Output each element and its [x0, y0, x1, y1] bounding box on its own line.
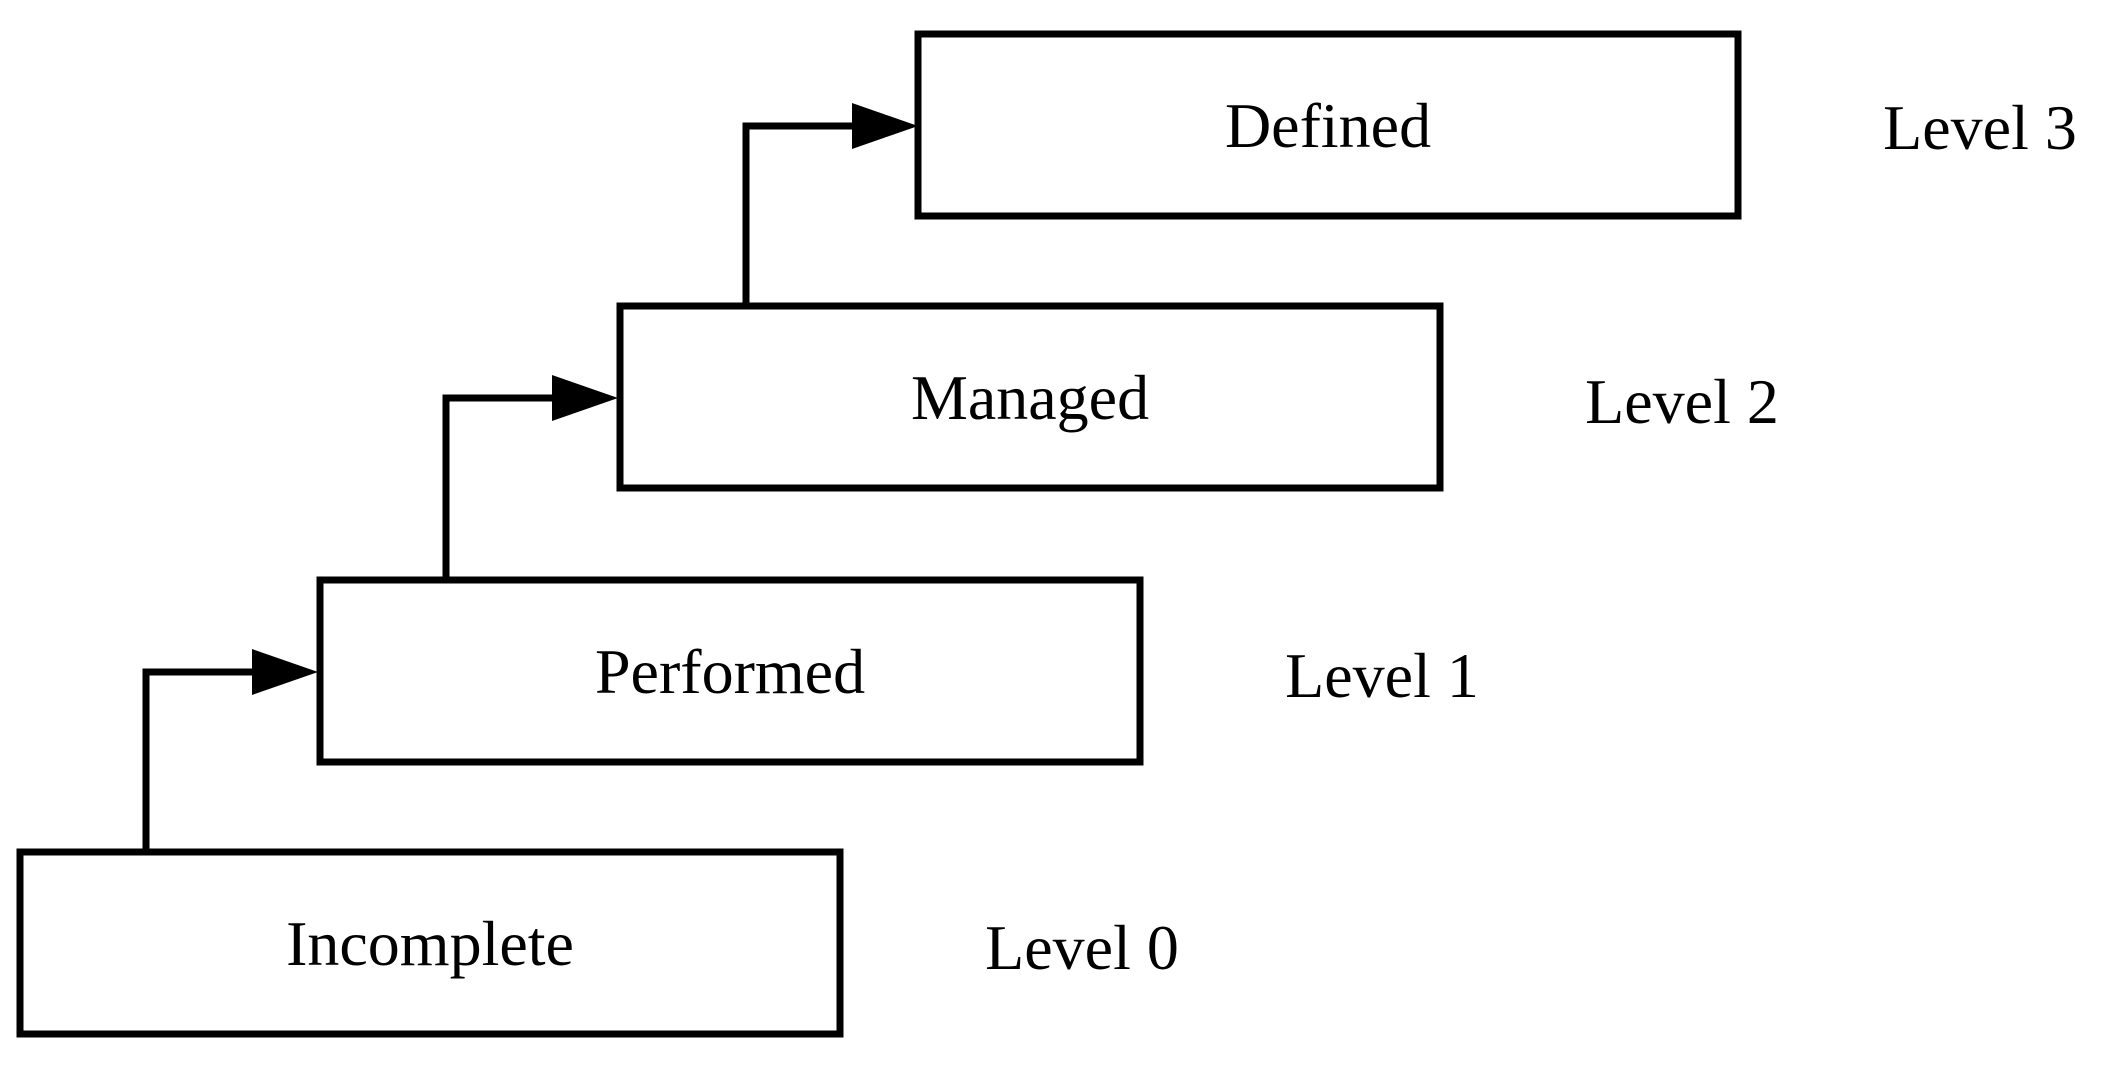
arrowhead-managed	[552, 375, 618, 421]
stage-label-performed: Performed	[595, 636, 865, 707]
stage-label-managed: Managed	[911, 362, 1149, 433]
stage-performed: Performed	[316, 576, 1144, 766]
level-label-0: Level 0	[985, 912, 1179, 983]
level-label-1: Level 1	[1285, 640, 1479, 711]
level-label-2: Level 2	[1585, 366, 1779, 437]
stage-defined: Defined	[914, 30, 1742, 220]
connector-managed-to-defined	[742, 122, 862, 306]
stage-label-incomplete: Incomplete	[286, 908, 574, 979]
stage-managed: Managed	[616, 302, 1444, 492]
connector-incomplete-to-performed	[142, 668, 262, 852]
stage-box-defined	[914, 30, 1742, 220]
level-label-3: Level 3	[1883, 92, 2077, 163]
stage-box-managed	[616, 302, 1444, 492]
stage-incomplete: Incomplete	[16, 848, 844, 1038]
arrowhead-defined	[852, 103, 918, 149]
stage-box-performed	[316, 576, 1144, 766]
stage-box-incomplete	[16, 848, 844, 1038]
connectors	[142, 103, 918, 852]
connector-performed-to-managed	[442, 394, 562, 580]
stage-label-defined: Defined	[1225, 90, 1431, 161]
arrowhead-performed	[252, 649, 318, 695]
